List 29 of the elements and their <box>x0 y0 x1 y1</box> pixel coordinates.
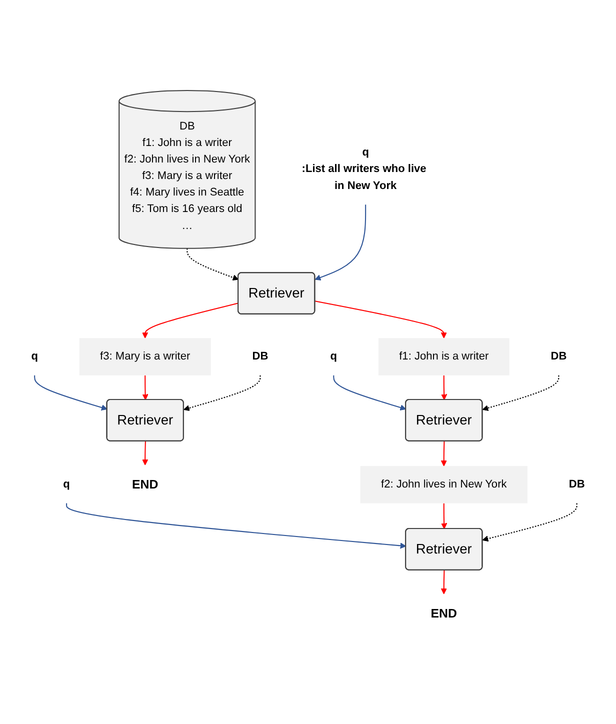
arrow <box>142 375 148 400</box>
arrow <box>440 570 447 594</box>
arrow <box>314 300 447 338</box>
arrow <box>333 375 406 411</box>
node-text: END <box>430 606 457 620</box>
node-text: DB <box>550 350 567 362</box>
node-text: q <box>63 478 70 490</box>
node-box <box>360 466 528 504</box>
arrow <box>34 375 108 411</box>
arrow <box>314 204 366 280</box>
arrow <box>482 503 578 542</box>
flowchart: DB f1: John is a writer f2: John lives in New York f3: Mary is a writer f4: Mary lives in Seattle f5: Tom is 16 years old … q :List all writers who live in New York Retriever q f3: Mary is a writer DB q f1: John is a writer DB Retriever Retriever q END f2: John lives in New York DB Retriever END <box>5 85 611 639</box>
arrow <box>440 441 447 466</box>
node-text: DB <box>252 350 268 362</box>
node-text: DB <box>568 478 585 490</box>
arrow <box>186 248 239 281</box>
arrow <box>441 503 448 530</box>
node-box <box>378 338 510 376</box>
node-text: END <box>132 478 158 492</box>
node-text: q :List all writers who live in New York <box>302 146 426 192</box>
arrow <box>66 503 406 549</box>
node-text: q <box>330 350 338 362</box>
node-box <box>79 338 211 376</box>
node-text: q <box>31 350 38 362</box>
arrow <box>142 302 238 338</box>
arrow <box>441 375 448 400</box>
arrow <box>184 375 261 412</box>
arrow <box>482 375 560 412</box>
arrow <box>142 441 148 466</box>
